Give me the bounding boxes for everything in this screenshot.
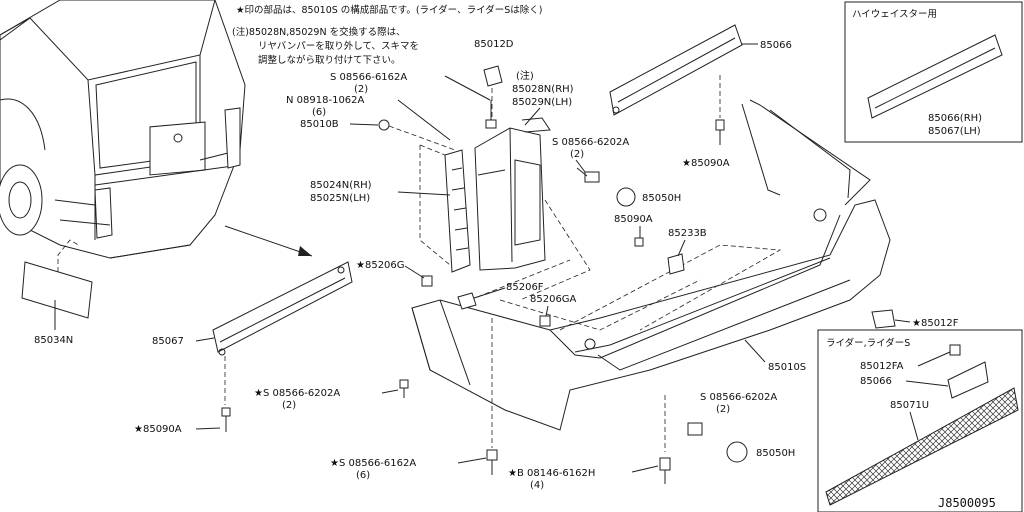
label-85233B: 85233B xyxy=(668,228,707,239)
label-85050H-mid: 85050H xyxy=(642,193,681,204)
label-85067-highway-star: 85067(LH) xyxy=(928,126,981,137)
label-85029N: 85029N(LH) xyxy=(512,97,572,108)
clip-85012F xyxy=(871,309,896,329)
label-85012FA: 85012FA xyxy=(860,361,904,372)
label-08566-6202A-bottom: S 08566-6202A xyxy=(700,392,777,403)
label-08566-6162A-top-qty: (2) xyxy=(354,84,368,95)
diagram-reference-number: J8500095 xyxy=(938,496,996,510)
label-08566-6162A-bottom-qty: (6) xyxy=(356,470,370,481)
label-85206G: ★85206G xyxy=(356,260,405,271)
label-08566-6202A-left-qty: (2) xyxy=(282,400,296,411)
label-08566-6202A-mid-qty: (2) xyxy=(570,149,584,160)
lamp-housing-85028N xyxy=(474,117,551,271)
label-85066-highway-star: 85066(RH) xyxy=(928,113,982,124)
label-08146-6162H-qty: (4) xyxy=(530,480,544,491)
label-85090A-star-right: ★85090A xyxy=(682,158,730,169)
label-85066-rider: 85066 xyxy=(860,376,892,387)
label-85010S: 85010S xyxy=(768,362,806,373)
finisher-85066-highway-star xyxy=(867,34,1003,119)
grommet-85050H-mid xyxy=(576,167,636,207)
finisher-85066-rider xyxy=(947,361,989,399)
label-85066-main: 85066 xyxy=(760,40,792,51)
label-08566-6162A-top: S 08566-6162A xyxy=(330,72,407,83)
clip-85206F xyxy=(457,292,477,310)
note-line-2: リヤバンパーを取り外して、スキマを xyxy=(258,40,419,52)
label-85206F: 85206F xyxy=(506,282,544,293)
finisher-85066 xyxy=(609,24,743,116)
screw-08566-6202A-left xyxy=(399,379,409,398)
bracket-85024N xyxy=(444,149,471,273)
bumper-85010S xyxy=(411,99,891,431)
label-08566-6202A-bottom-qty: (2) xyxy=(716,404,730,415)
note-line-1: (注)85028N,85029N を交換する際は、 xyxy=(232,26,406,38)
finisher-85067 xyxy=(212,261,353,356)
screw-85090A-left xyxy=(221,407,231,432)
label-08918-1062A: N 08918-1062A xyxy=(286,95,365,106)
label-85050H-bottom: 85050H xyxy=(756,448,795,459)
label-85028N: 85028N(RH) xyxy=(512,84,574,95)
label-08146-6162H: ★B 08146-6162H xyxy=(508,468,595,479)
direction-arrow xyxy=(224,225,313,257)
label-85024N: 85024N(RH) xyxy=(310,180,372,191)
label-08566-6162A-bottom: ★S 08566-6162A xyxy=(330,458,416,469)
van-rear-illustration xyxy=(0,0,246,259)
screw-85090A-right xyxy=(715,75,725,145)
screw-08566-6162A-top xyxy=(485,100,497,129)
grommet-85050H-bottom xyxy=(664,395,748,463)
label-85090A-star-left: ★85090A xyxy=(134,424,182,435)
label-85206GA: 85206GA xyxy=(530,294,577,305)
label-85025N: 85025N(LH) xyxy=(310,193,370,204)
label-85034N: 85034N xyxy=(34,335,73,346)
note-line-3: 調整しながら取り付けて下さい。 xyxy=(258,54,401,66)
clip-85233B xyxy=(667,253,685,275)
label-85090A-mid: 85090A xyxy=(614,214,653,225)
label-85012D: 85012D xyxy=(474,39,514,50)
label-08918-1062A-qty: (6) xyxy=(312,107,326,118)
panel-highway-star-title: ハイウェイスター用 xyxy=(852,9,937,20)
clip-85012D xyxy=(483,65,503,120)
clip-85206G xyxy=(421,275,433,287)
screw-08566-6162A-bottom xyxy=(486,318,498,475)
label-85012F: ★85012F xyxy=(912,318,959,329)
label-note-mark: (注) xyxy=(516,69,534,82)
star-note: ★印の部品は、85010S の構成部品です。(ライダー、ライダーSは除く) xyxy=(236,4,542,16)
label-85071U: 85071U xyxy=(890,400,929,411)
clip-85206GA xyxy=(539,315,551,327)
panel-highway-star xyxy=(844,1,1023,143)
bolt-08146-6162H xyxy=(659,457,671,484)
label-08566-6202A-mid: S 08566-6202A xyxy=(552,137,629,148)
license-plate-85034N xyxy=(21,261,93,319)
grille-85071U xyxy=(825,387,1019,506)
nut-85010B xyxy=(378,119,456,151)
panel-rider-title: ライダー,ライダーS xyxy=(826,337,910,349)
label-08566-6202A-left: ★S 08566-6202A xyxy=(254,388,340,399)
panel-rider xyxy=(817,329,1023,512)
screw-85090A-mid xyxy=(634,237,644,247)
label-85067: 85067 xyxy=(152,336,184,347)
clip-85012FA xyxy=(949,344,961,356)
label-85010B: 85010B xyxy=(300,119,339,130)
